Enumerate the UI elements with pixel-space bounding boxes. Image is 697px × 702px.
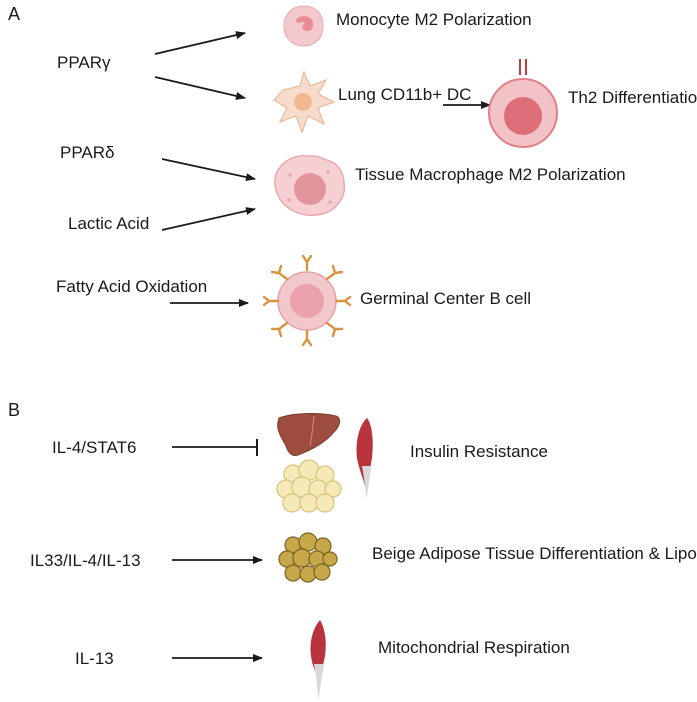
th2-cell-icon — [488, 59, 558, 148]
il4-stat6-label: IL-4/STAT6 — [52, 438, 137, 457]
insulin-resistance-label: Insulin Resistance — [410, 442, 548, 461]
monocyte-icon — [283, 5, 324, 47]
arrow-ppar-gamma-to-monocyte — [154, 31, 246, 55]
monocyte-label: Monocyte M2 Polarization — [336, 10, 532, 29]
il13-label: IL-13 — [75, 649, 114, 668]
beige-adipose-icon — [278, 532, 338, 583]
fatty-acid-oxidation-label: Fatty Acid Oxidation — [56, 277, 208, 296]
ppar-gamma-label: PPARγ — [57, 53, 111, 72]
lactic-acid-label: Lactic Acid — [68, 214, 150, 233]
ppar-delta-label: PPARδ — [60, 143, 115, 162]
il33-il4-il13-label: IL33/IL-4/IL-13 — [30, 551, 141, 570]
tissue-macrophage-label: Tissue Macrophage M2 Polarization — [355, 165, 626, 184]
arrow-ppar-gamma-to-lung-dc — [154, 76, 246, 100]
inhibition-il4-to-tissues — [172, 439, 258, 456]
mitochondrial-respiration-label: Mitochondrial Respiration — [378, 638, 570, 657]
panel-b-label: B — [8, 400, 21, 420]
panel-a-label: A — [8, 4, 21, 24]
muscle-icon-mitochondria — [310, 620, 326, 700]
arrow-lactic-acid-to-macrophage — [161, 207, 256, 231]
liver-icon — [277, 413, 341, 456]
macrophage-icon — [274, 155, 346, 216]
dendritic-cell-icon — [273, 70, 336, 134]
muscle-icon-insulin — [356, 418, 373, 500]
b-cell-icon — [262, 254, 352, 347]
white-adipose-icon — [276, 459, 342, 513]
germinal-center-label: Germinal Center B cell — [360, 289, 532, 308]
beige-adipose-label: Beige Adipose Tissue Differentiation & L… — [372, 544, 697, 563]
arrow-ppar-delta-to-macrophage — [161, 158, 256, 182]
th2-label: Th2 Differentiation — [568, 88, 697, 107]
lung-dc-label: Lung CD11b+ DC — [338, 85, 472, 104]
